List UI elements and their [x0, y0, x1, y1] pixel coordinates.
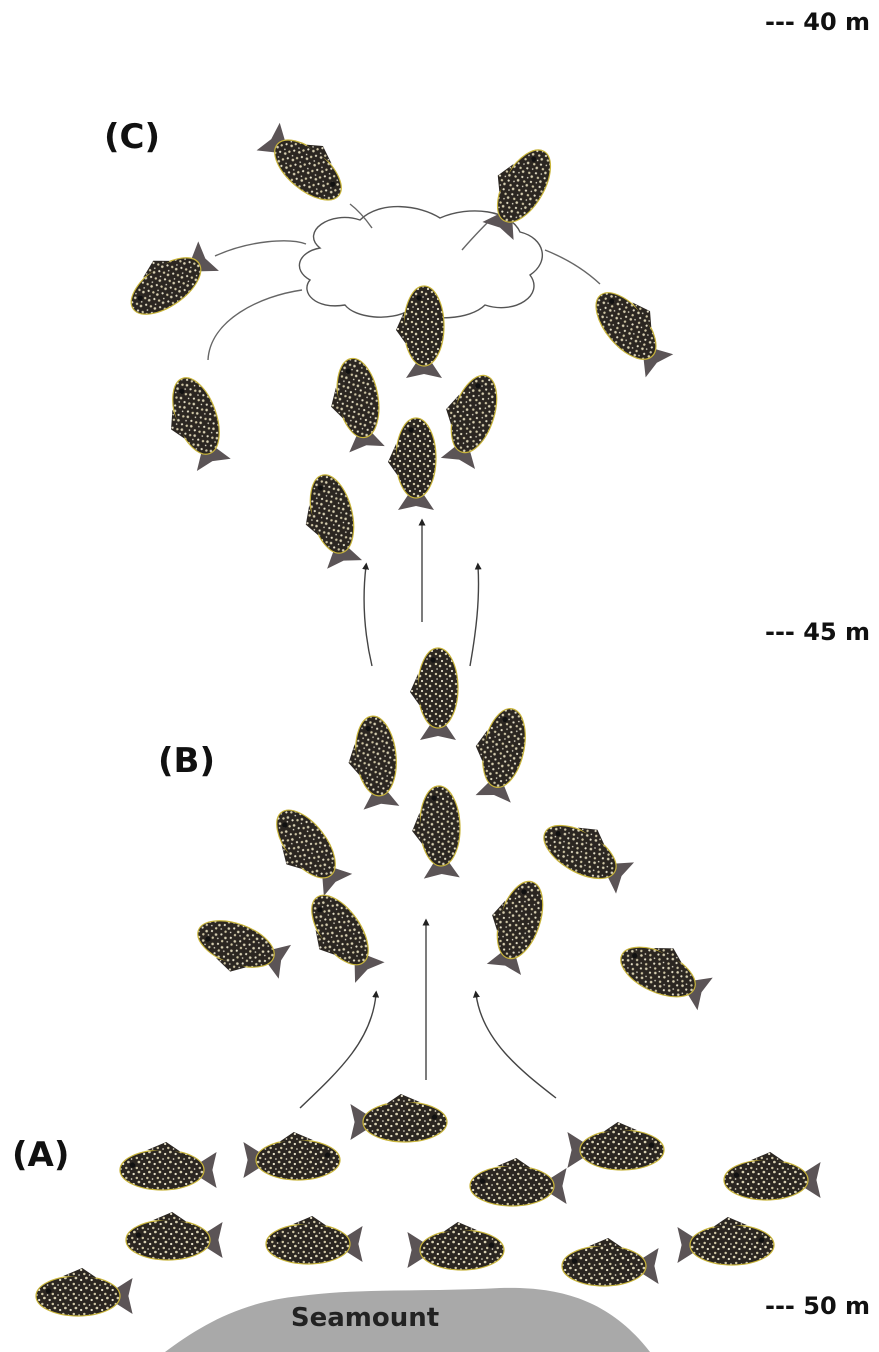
- fish-group-a: [35, 1093, 822, 1317]
- fish: [35, 1267, 134, 1317]
- depth-40m: --- 40 m: [765, 8, 870, 36]
- fish: [723, 1151, 822, 1201]
- fish: [409, 647, 459, 741]
- arrows-b-to-c: [362, 518, 482, 667]
- fish: [430, 366, 506, 471]
- fish: [469, 1157, 568, 1207]
- fish: [387, 417, 437, 511]
- fish: [566, 1121, 665, 1171]
- fish: [254, 114, 358, 212]
- fish: [343, 713, 402, 812]
- fish: [258, 799, 355, 903]
- fish: [406, 1221, 505, 1271]
- fish: [476, 872, 552, 977]
- fish: [242, 1131, 341, 1181]
- depth-50m: --- 50 m: [765, 1292, 870, 1320]
- fish: [188, 910, 293, 989]
- fish: [676, 1216, 775, 1266]
- fish: [410, 784, 463, 880]
- fish: [125, 1211, 224, 1261]
- fish: [465, 702, 533, 804]
- arrows-a-to-b: [299, 918, 557, 1109]
- fish: [534, 807, 640, 896]
- fish: [395, 285, 445, 379]
- seamount-label: Seamount: [291, 1303, 439, 1333]
- spawning-cloud: [298, 205, 543, 319]
- fish-group-b: [188, 647, 718, 1013]
- seamount-shape: [165, 1287, 650, 1352]
- fish-group-c: [116, 114, 682, 572]
- fish: [119, 1141, 218, 1191]
- fish: [116, 232, 221, 326]
- fish: [349, 1093, 448, 1143]
- panel-label-b: (B): [158, 741, 215, 781]
- fish: [293, 885, 387, 990]
- fish: [294, 469, 365, 572]
- depth-45m: --- 45 m: [765, 618, 870, 646]
- panel-label-c: (C): [104, 117, 160, 157]
- fish: [612, 929, 718, 1013]
- fish: [584, 276, 682, 380]
- fish: [265, 1215, 364, 1265]
- panel-label-a: (A): [12, 1135, 69, 1175]
- fish: [473, 136, 562, 242]
- fish: [155, 370, 234, 476]
- fish: [561, 1237, 660, 1287]
- fish: [322, 354, 388, 455]
